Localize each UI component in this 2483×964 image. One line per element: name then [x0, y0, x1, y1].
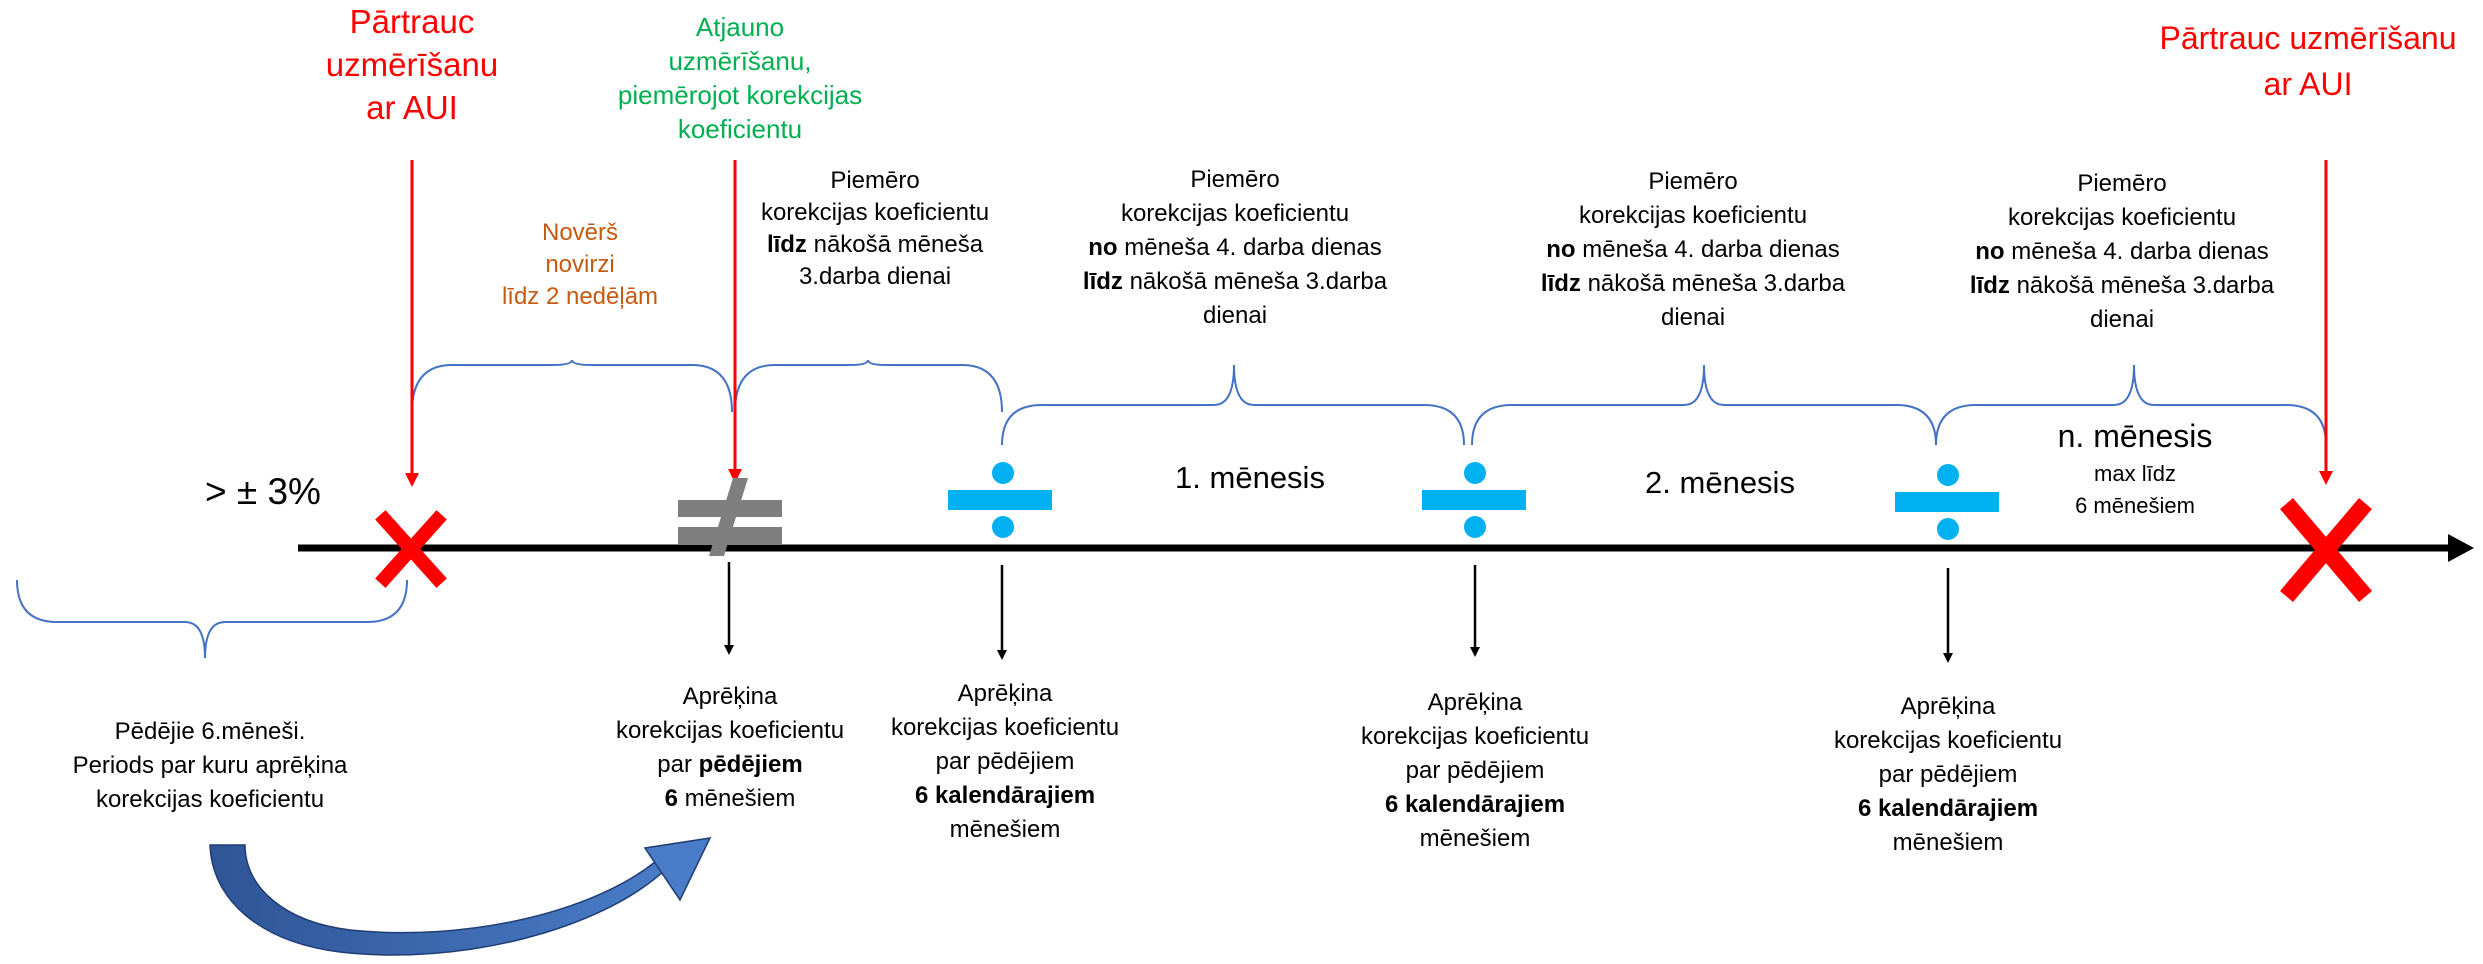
calc-note-calendar-3: Aprēķina korekcijas koeficientu par pēdēji…	[1793, 690, 2103, 860]
brace-month-n	[1935, 364, 2327, 446]
text-line: novirzi	[545, 251, 615, 278]
text-line: līdz 2 nedēļām	[501, 283, 659, 310]
stop-label-left: Pārtrauc uzmērīšanu ar AUI	[300, 0, 524, 129]
division-equal-icon	[1422, 462, 1526, 538]
text-line: piemērojot korekcijas	[617, 80, 863, 110]
month-1-label: 1. mēnesis	[1175, 460, 1325, 495]
text-line: 6 mēnešiem	[664, 785, 796, 812]
apply-note-month-n: Piemēro korekcijas koeficientu no mēneša 4…	[1962, 167, 2282, 337]
apply-note-month-2: Piemēro korekcijas koeficientu no mēneša 4…	[1533, 165, 1853, 335]
not-equal-icon	[678, 478, 782, 556]
text-line: ar AUI	[2263, 66, 2353, 102]
resume-label: Atjauno uzmērīšanu, piemērojot korekcijas k…	[580, 10, 900, 146]
text-line: Pārtrauc uzmērīšanu	[2159, 20, 2457, 56]
division-equal-icon	[948, 462, 1052, 538]
text-line: dienai	[2089, 306, 2155, 333]
text-line: uzmērīšanu	[325, 46, 499, 83]
calc-note-calendar-2: Aprēķina korekcijas koeficientu par pēdēji…	[1320, 686, 1630, 856]
text-line: 6 kalendārajiem	[1857, 795, 2039, 822]
text-line: par pēdējiem	[935, 748, 1075, 775]
text-line: Aprēķina	[957, 680, 1053, 707]
text-line: Piemēro	[830, 167, 920, 194]
text-line: korekcijas koeficientu	[615, 717, 845, 744]
text-line: Piemēro	[1648, 168, 1738, 195]
division-equal-icon	[1895, 464, 1999, 540]
text-line: Aprēķina	[682, 683, 778, 710]
text-line: par pēdējiem	[657, 751, 803, 778]
text-line: korekcijas koeficientu	[1120, 200, 1350, 227]
text-line: Aprēķina	[1427, 689, 1523, 716]
text-line: koeficientu	[677, 114, 803, 144]
text-line: Pārtrauc	[349, 3, 475, 40]
text-line: Atjauno	[695, 12, 785, 42]
text-line: ar AUI	[366, 89, 458, 126]
deviation-note: Novērš novirzi līdz 2 nedēļām	[470, 217, 690, 313]
apply-note-month-1: Piemēro korekcijas koeficientu no mēneša 4…	[1075, 163, 1395, 333]
text-line: max līdz	[2094, 461, 2176, 486]
text-line: korekcijas koeficientu	[760, 199, 990, 226]
period-note: Pēdējie 6.mēneši. Periods par kuru aprēķi…	[25, 715, 395, 817]
text-line: no mēneša 4. darba dienas	[1546, 236, 1840, 263]
text-line: no mēneša 4. darba dienas	[1088, 234, 1382, 261]
month-n-label: n. mēnesis	[2057, 418, 2213, 454]
brace-month-2	[1471, 364, 1937, 446]
text-line: 6 kalendārajiem	[1384, 791, 1566, 818]
threshold-label: > ± 3%	[205, 471, 321, 512]
text-line: uzmērīšanu,	[668, 46, 812, 76]
curved-arrow-icon	[209, 837, 712, 956]
text-line: no mēneša 4. darba dienas	[1975, 238, 2269, 265]
brace-first-month	[734, 359, 1003, 413]
text-line: korekcijas koeficientu	[1578, 202, 1808, 229]
text-line: korekcijas koeficientu	[890, 714, 1120, 741]
text-line: korekcijas koeficientu	[1833, 727, 2063, 754]
brace-deviation	[411, 359, 733, 413]
text-line: par pēdējiem	[1405, 757, 1545, 784]
text-line: Novērš	[541, 219, 619, 246]
brace-month-1	[1001, 364, 1465, 446]
text-line: līdz nākošā mēneša 3.darba	[1540, 270, 1846, 297]
text-line: par pēdējiem	[1878, 761, 2018, 788]
text-line: korekcijas koeficientu	[1360, 723, 1590, 750]
text-line: Piemēro	[2077, 170, 2167, 197]
calc-note-last: Aprēķina korekcijas koeficientu par pēdēji…	[565, 680, 895, 816]
red-x-icon	[375, 510, 447, 588]
text-line: Aprēķina	[1900, 693, 1996, 720]
month-n-sublabel: max līdz 6 mēnešiem	[2040, 458, 2230, 522]
calc-note-calendar-1: Aprēķina korekcijas koeficientu par pēdēji…	[850, 677, 1160, 847]
text-line: korekcijas koeficientu	[95, 786, 325, 813]
text-line: līdz nākošā mēneša 3.darba	[1969, 272, 2275, 299]
text-line: Piemēro	[1190, 166, 1280, 193]
month-2-label: 2. mēnesis	[1645, 465, 1795, 500]
text-line: 6 kalendārajiem	[914, 782, 1096, 809]
text-line: mēnešiem	[1419, 825, 1531, 852]
text-line: Periods par kuru aprēķina	[72, 752, 348, 779]
text-line: dienai	[1660, 304, 1726, 331]
text-line: dienai	[1202, 302, 1268, 329]
text-line: 3.darba dienai	[798, 263, 952, 290]
text-line: līdz nākošā mēneša	[766, 231, 984, 258]
text-line: korekcijas koeficientu	[2007, 204, 2237, 231]
text-line: Pēdējie 6.mēneši.	[114, 718, 306, 745]
text-line: līdz nākošā mēneša 3.darba	[1082, 268, 1388, 295]
red-x-icon	[2280, 498, 2372, 602]
brace-period	[16, 579, 408, 659]
apply-note-first: Piemēro korekcijas koeficientu līdz nākošā…	[720, 165, 1030, 293]
timeline-axis	[298, 534, 2474, 562]
text-line: 6 mēnešiem	[2075, 493, 2195, 518]
stop-label-right: Pārtrauc uzmērīšanu ar AUI	[2133, 15, 2483, 107]
text-line: mēnešiem	[949, 816, 1061, 843]
text-line: mēnešiem	[1892, 829, 2004, 856]
